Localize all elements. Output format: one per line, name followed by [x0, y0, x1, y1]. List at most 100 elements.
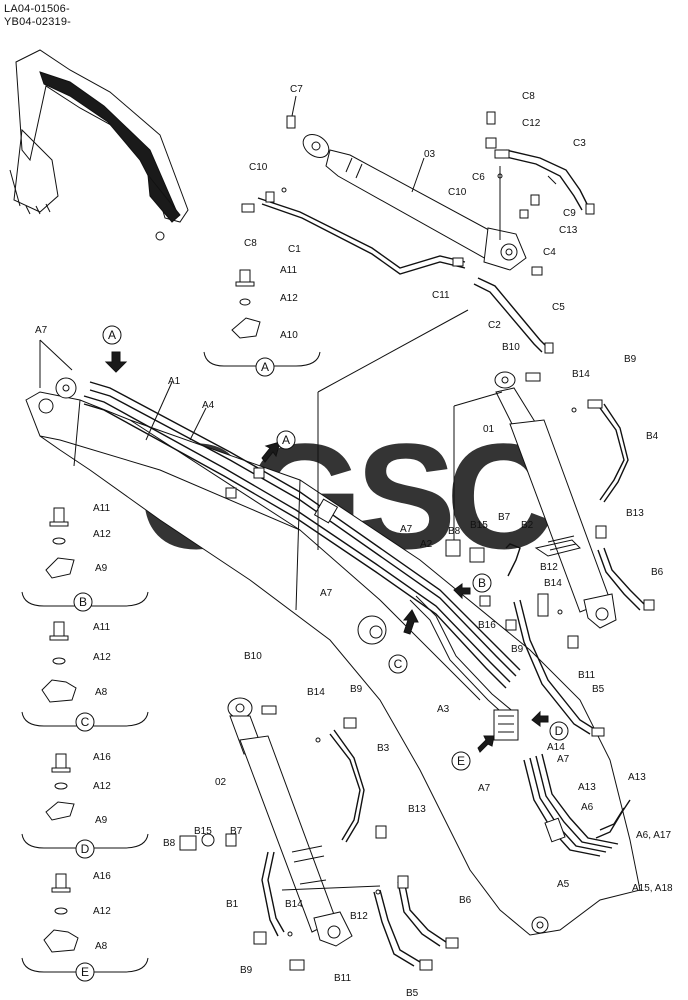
- callout-label: 02: [215, 777, 227, 788]
- callout-label: C8: [244, 238, 257, 249]
- callout-label: C1: [288, 244, 301, 255]
- callout-label: C11: [432, 290, 450, 301]
- callout-label: C12: [522, 118, 541, 129]
- callout-label: A9: [95, 563, 108, 574]
- callout-label: C13: [559, 225, 578, 236]
- callout-label: C2: [488, 320, 501, 331]
- view-marker-e: E: [457, 754, 465, 768]
- view-marker-d: D: [555, 724, 564, 738]
- callout-label: C8: [522, 91, 535, 102]
- callout-label: B11: [578, 670, 595, 681]
- callout-label: B16: [478, 620, 496, 631]
- callout-label: A12: [280, 293, 298, 304]
- callout-label: B10: [244, 651, 262, 662]
- callout-label: A13: [628, 772, 646, 783]
- callout-label: 03: [424, 149, 436, 160]
- callout-label: B13: [408, 804, 426, 815]
- view-marker-letters: A A A B B C C D D E E: [79, 328, 564, 979]
- callout-label: B9: [240, 965, 253, 976]
- callout-label: A6: [581, 802, 594, 813]
- view-marker-circles: [73, 325, 569, 982]
- callout-label: C7: [290, 84, 303, 95]
- callout-label: B7: [498, 512, 511, 523]
- callout-label: B9: [624, 354, 637, 365]
- excavator-thumbnail: [9, 49, 189, 241]
- callout-label: B10: [502, 342, 520, 353]
- callout-label: B3: [377, 743, 390, 754]
- callout-label: A16: [93, 871, 111, 882]
- callout-label: B13: [626, 508, 644, 519]
- callout-label: B6: [651, 567, 664, 578]
- boom-cylinder-02: [179, 697, 459, 971]
- drawing-serial-line-2: YB04-02319-: [4, 16, 72, 28]
- view-marker-c: C: [81, 715, 90, 729]
- callout-label: A7: [400, 524, 413, 535]
- callout-label: A8: [95, 941, 108, 952]
- callout-label: A7: [35, 325, 48, 336]
- callout-label: A8: [95, 687, 108, 698]
- callout-label: A7: [320, 588, 333, 599]
- callout-label: C4: [543, 247, 556, 258]
- view-marker-b: B: [79, 595, 87, 609]
- callout-label: B11: [334, 973, 351, 984]
- callout-label: A13: [578, 782, 596, 793]
- callout-label: B1: [226, 899, 239, 910]
- callout-label: B6: [459, 895, 472, 906]
- callout-label: B4: [646, 431, 659, 442]
- view-marker-e: E: [81, 965, 89, 979]
- callout-label: 01: [483, 424, 495, 435]
- view-marker-a: A: [261, 360, 269, 374]
- callout-label: A16: [93, 752, 111, 763]
- detail-b: [21, 507, 149, 607]
- callout-label: B8: [163, 838, 176, 849]
- view-marker-a: A: [282, 433, 290, 447]
- arm-cylinder-03: [241, 95, 595, 354]
- callout-label: C3: [573, 138, 586, 149]
- callout-label: A7: [557, 754, 570, 765]
- callout-label: B12: [540, 562, 558, 573]
- callout-label: C10: [249, 162, 268, 173]
- callout-label: B7: [230, 826, 243, 837]
- callout-label: B12: [350, 911, 368, 922]
- detail-d: [21, 753, 149, 849]
- view-marker-c: C: [394, 657, 403, 671]
- callout-label: B2: [521, 520, 534, 531]
- callout-label: B5: [592, 684, 605, 695]
- view-marker-a: A: [108, 328, 116, 342]
- callout-label: B14: [307, 687, 325, 698]
- view-marker-d: D: [81, 842, 90, 856]
- main-boom: [25, 309, 641, 936]
- callout-label: B9: [350, 684, 363, 695]
- callout-label: A12: [93, 781, 111, 792]
- drawing-serial-line-1: LA04-01506-: [4, 3, 70, 15]
- callout-label: B5: [406, 988, 419, 999]
- callout-label: A7: [478, 783, 491, 794]
- callout-label: B14: [544, 578, 562, 589]
- callout-label: B8: [448, 526, 461, 537]
- callout-label: A14: [547, 742, 565, 753]
- callout-label: A5: [557, 879, 570, 890]
- callout-label: A12: [93, 652, 111, 663]
- view-arrows: [104, 351, 549, 753]
- detail-e: [21, 873, 149, 973]
- callout-label: B14: [285, 899, 303, 910]
- callout-label: A1: [168, 376, 181, 387]
- callout-label: A6, A17: [636, 830, 671, 841]
- callout-label: A10: [280, 330, 298, 341]
- callout-label: A15, A18: [632, 883, 673, 894]
- callout-label: B15: [470, 520, 488, 531]
- callout-label: A4: [202, 400, 215, 411]
- callout-label: A2: [420, 539, 433, 550]
- boom-cylinder-01: [445, 371, 655, 737]
- view-marker-b: B: [478, 576, 486, 590]
- callout-label: A11: [280, 265, 297, 276]
- callout-label: C6: [472, 172, 485, 183]
- callout-label: B9: [511, 644, 524, 655]
- callout-label: B15: [194, 826, 212, 837]
- callout-label: C5: [552, 302, 565, 313]
- callout-label: A12: [93, 906, 111, 917]
- callout-label: A3: [437, 704, 450, 715]
- callout-label: A11: [93, 622, 110, 633]
- detail-a-top: [203, 269, 321, 367]
